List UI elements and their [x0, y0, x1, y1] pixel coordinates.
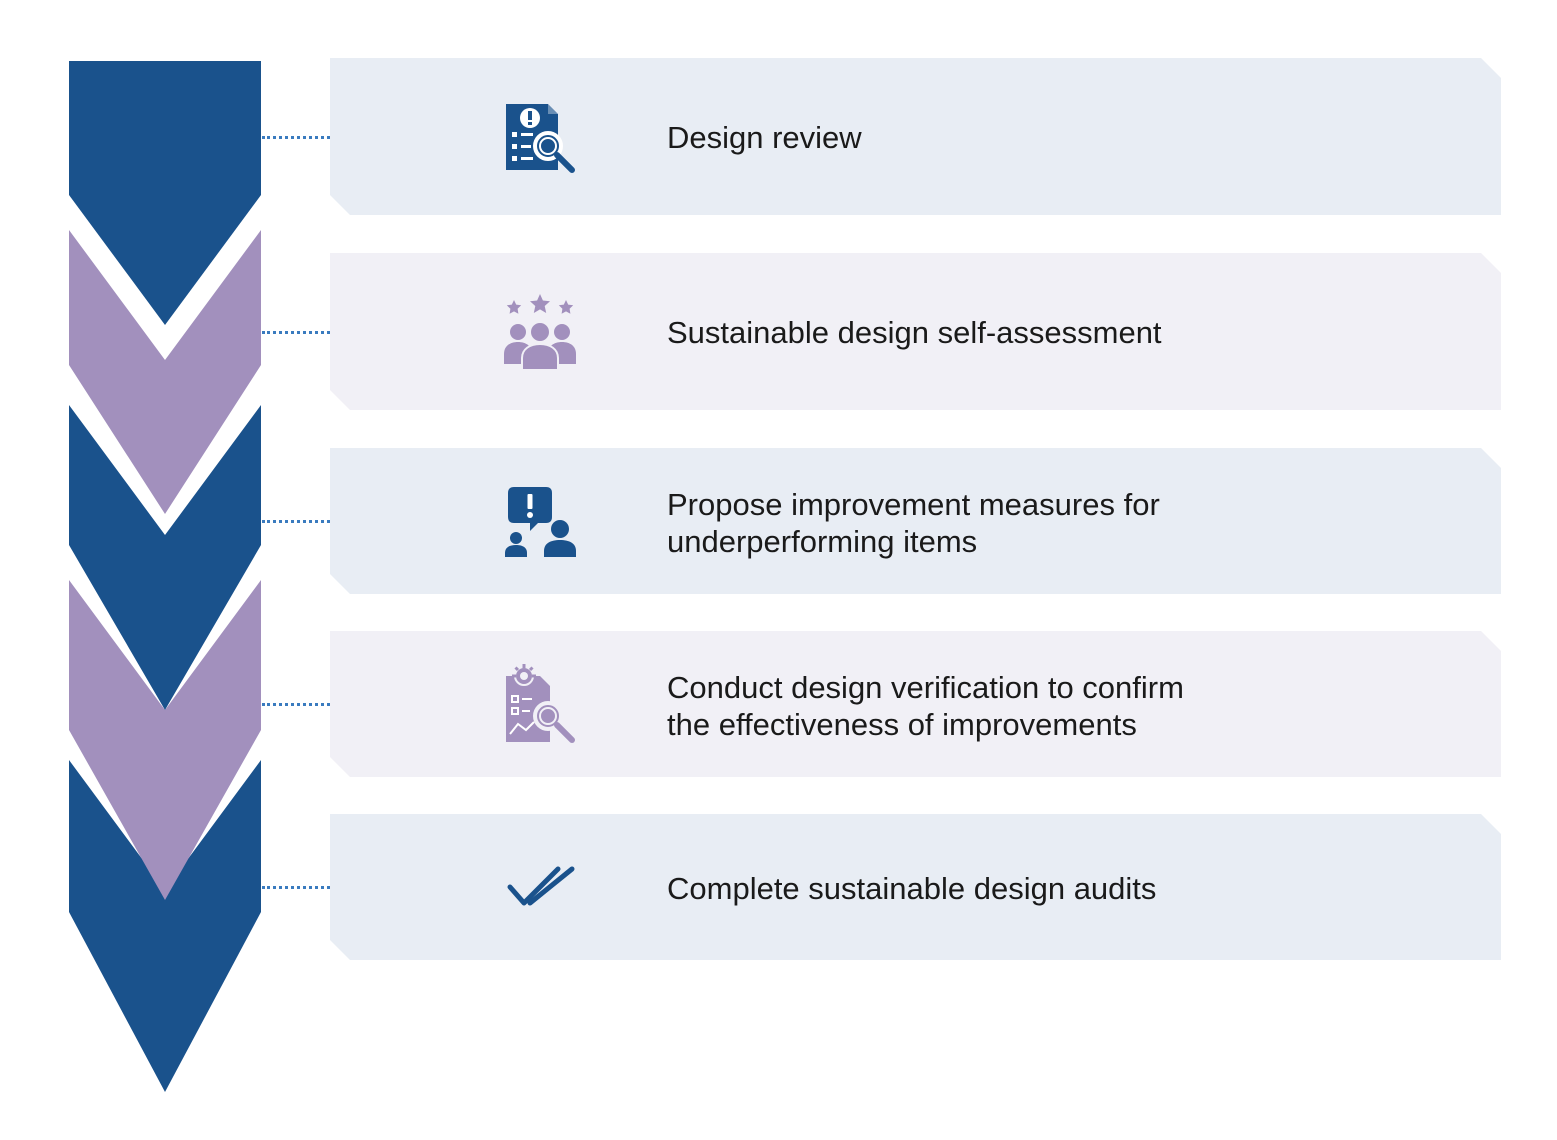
document-review-icon [506, 104, 575, 173]
chevron-3 [69, 405, 261, 710]
step-label-3-text: Propose improvement measures for underpe… [667, 487, 1160, 559]
step-label-3: Propose improvement measures for underpe… [667, 486, 1160, 560]
double-check-icon [507, 866, 575, 906]
connector-5 [262, 886, 330, 889]
chevron-1 [69, 61, 261, 325]
connector-1 [262, 136, 330, 139]
chevron-arrow [69, 61, 261, 1092]
step-label-4: Conduct design verification to confirm t… [667, 669, 1184, 743]
step-label-5: Complete sustainable design audits [667, 871, 1157, 906]
consultation-icon [505, 487, 576, 557]
verification-icon [506, 664, 575, 743]
step-label-4-text: Conduct design verification to confirm t… [667, 670, 1184, 742]
chevron-2 [69, 230, 261, 514]
step-card-5 [330, 814, 1501, 960]
connector-3 [262, 520, 330, 523]
step-label-1: Design review [667, 120, 862, 155]
chevron-4 [69, 580, 261, 900]
connector-4 [262, 703, 330, 706]
connector-2 [262, 331, 330, 334]
team-rating-icon [504, 294, 576, 371]
step-label-2: Sustainable design self-assessment [667, 315, 1162, 350]
chevron-5 [69, 760, 261, 1092]
